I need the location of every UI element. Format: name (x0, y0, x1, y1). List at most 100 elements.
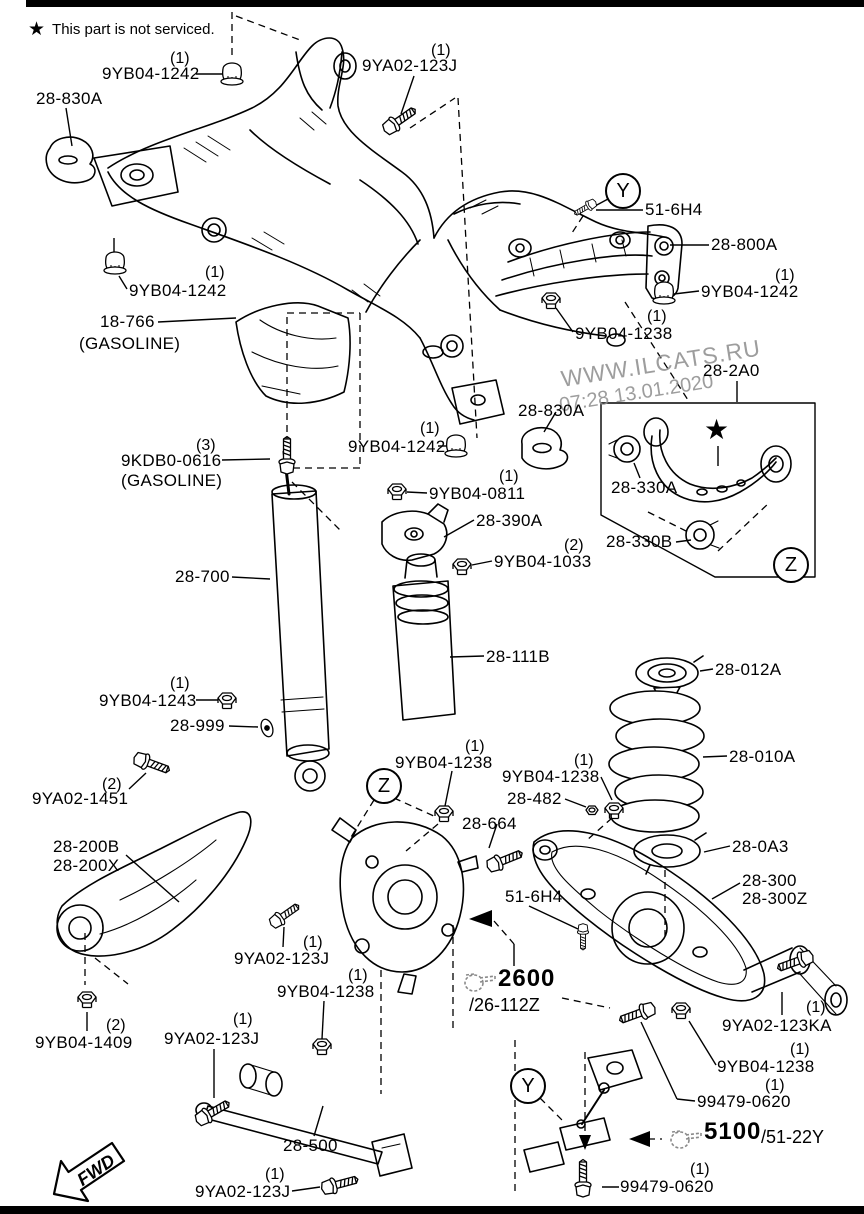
part-label-28-830a-left: 28-830A (36, 89, 103, 108)
diagram-note: ★ This part is not serviced. (28, 18, 215, 41)
part-label-28-482: 28-482 (507, 789, 562, 808)
part-label-28-330a: 28-330A (611, 478, 678, 497)
coil-spring-28-010a-drawing (608, 690, 705, 833)
part-label-qty-99479-0620-upper: (1) (765, 1077, 785, 1094)
bolt-icon (574, 198, 597, 216)
not-serviced-star-icon: ★ (704, 414, 730, 445)
pointing-hand-icon (670, 1130, 702, 1149)
star-icon: ★ (28, 19, 46, 40)
part-label-28-0a3: 28-0A3 (732, 837, 789, 856)
part-label-9yb04-1238-spring: 9YB04-1238 (502, 767, 600, 786)
part-label-9yb04-1409: 9YB04-1409 (35, 1033, 133, 1052)
part-label-qty-9ya02-1451: (2) (102, 776, 122, 793)
upper-arm-28-2a0-box (600, 402, 816, 578)
part-label-99479-0620-lower: 99479-0620 (620, 1177, 714, 1196)
part-label-qty-9yb04-1409: (2) (106, 1017, 126, 1034)
part-label-9yb04-1238-top: 9YB04-1238 (575, 324, 673, 343)
part-label-qty-9ya02-123j-top: (1) (431, 42, 451, 59)
fwd-arrow: FWD (52, 1141, 126, 1203)
part-label-9yb04-1033: 9YB04-1033 (494, 552, 592, 571)
washer-icon (260, 718, 274, 738)
part-label-qty-9ya02-123j-link-upper: (1) (233, 1011, 253, 1028)
bolt-icon (381, 107, 416, 136)
part-label-9yb04-1238-lower: 9YB04-1238 (277, 982, 375, 1001)
part-label-28-300z: 28-300Z (742, 889, 808, 908)
part-label-ref-5100: 5100 (704, 1118, 762, 1145)
lower-seat-28-0a3-drawing (633, 832, 707, 875)
part-label-28-111b: 28-111B (486, 647, 550, 666)
part-label-9yb04-1243: 9YB04-1243 (99, 691, 197, 710)
part-label-9ya02-123j-top: 9YA02-123J (362, 56, 458, 75)
part-label-qty-9kdb0-0616: (3) (196, 437, 216, 454)
part-label-qty-9yb04-1238-arm: (1) (790, 1041, 810, 1058)
part-label-28-999: 28-999 (170, 716, 225, 735)
small-nut-icon (585, 805, 599, 816)
part-label-28-010a: 28-010A (729, 747, 796, 766)
part-label-qty-9yb04-1033: (2) (564, 537, 584, 554)
part-label-28-012a: 28-012A (715, 660, 782, 679)
nut-icon (604, 802, 624, 820)
bolt-icon (486, 850, 523, 873)
lower-arm-28-300-drawing (532, 830, 848, 1016)
part-label-9yb04-1242-right: 9YB04-1242 (701, 282, 799, 301)
part-label-qty-99479-0620-lower: (1) (690, 1161, 710, 1178)
part-label-51-6h4-top: 51-6H4 (645, 200, 703, 219)
view-marker-z-2: Z (366, 768, 402, 804)
bolt-icon (268, 903, 300, 929)
part-label-9ya02-123ka: 9YA02-123KA (722, 1016, 832, 1035)
bracket-28-830a-mid-drawing (521, 426, 569, 470)
part-label-18-766: 18-766 (100, 312, 155, 331)
bolt-icon (320, 1175, 359, 1195)
part-label-99479-0620-upper: 99479-0620 (697, 1092, 791, 1111)
bolt-icon (574, 1158, 592, 1198)
sensor-ref-arrow-icon (629, 1131, 650, 1147)
nut-icon (77, 991, 97, 1009)
bolt-icon (278, 435, 296, 475)
bottom-border-bar (0, 1206, 864, 1214)
nut-icon (217, 692, 237, 710)
part-label-9yb04-1238-arm: 9YB04-1238 (717, 1057, 815, 1076)
nut-icon (387, 483, 407, 501)
part-label-28-390a: 28-390A (476, 511, 543, 530)
part-label-qty-9yb04-1238-z: (1) (465, 738, 485, 755)
part-label-qty-9yb04-1238-lower: (1) (348, 967, 368, 984)
part-label-qty-9yb04-1242-right: (1) (775, 267, 795, 284)
view-marker-y-3: Y (510, 1068, 546, 1104)
part-label-28-664: 28-664 (462, 814, 517, 833)
pointing-hand-icon (464, 973, 496, 992)
lateral-link-28-500-drawing (195, 1063, 413, 1177)
rear-subframe-drawing (93, 37, 683, 425)
part-label-qty-9yb04-0811: (1) (499, 468, 519, 485)
part-label-9kdb0-0616-note: (GASOLINE) (121, 471, 223, 490)
trailing-arm-28-200b-drawing (56, 811, 252, 957)
bracket-28-830a-left-drawing (45, 136, 96, 184)
part-label-51-6h4-bottom: 51-6H4 (505, 887, 563, 906)
knuckle-drawing (331, 817, 479, 995)
bolt-icon (618, 1001, 656, 1024)
part-label-ref-51-22y: /51-22Y (761, 1127, 825, 1147)
knuckle-ref-arrow-icon (469, 910, 492, 927)
part-label-qty-9yb04-1238-spring: (1) (574, 752, 594, 769)
part-label-28-300: 28-300 (742, 871, 797, 890)
part-label-9yb04-1242-top: 9YB04-1242 (102, 64, 200, 83)
part-label-9yb04-1242-left: 9YB04-1242 (129, 281, 227, 300)
part-label-28-200x: 28-200X (53, 856, 120, 875)
height-sensor-5100-drawing (523, 1049, 643, 1173)
part-label-qty-9ya02-123j-knuckle: (1) (303, 934, 323, 951)
nut-icon (671, 1002, 691, 1020)
view-marker-z-1: Z (773, 547, 809, 583)
part-label-9yb04-0811: 9YB04-0811 (429, 484, 526, 503)
part-label-qty-9yb04-1242-top: (1) (170, 50, 190, 67)
part-label-28-830a-mid: 28-830A (518, 401, 585, 420)
mount-28-390a-drawing (381, 503, 449, 562)
part-label-qty-9ya02-123ka: (1) (806, 999, 826, 1016)
part-label-28-330b: 28-330B (606, 532, 673, 551)
cap-nut-icon (444, 434, 468, 458)
part-label-9yb04-1238-z: 9YB04-1238 (395, 753, 493, 772)
part-label-18-766-note: (GASOLINE) (79, 334, 181, 353)
part-label-9ya02-123j-link-upper: 9YA02-123J (164, 1029, 260, 1048)
note-text: This part is not serviced. (52, 21, 215, 38)
part-label-9ya02-123j-knuckle: 9YA02-123J (234, 949, 330, 968)
